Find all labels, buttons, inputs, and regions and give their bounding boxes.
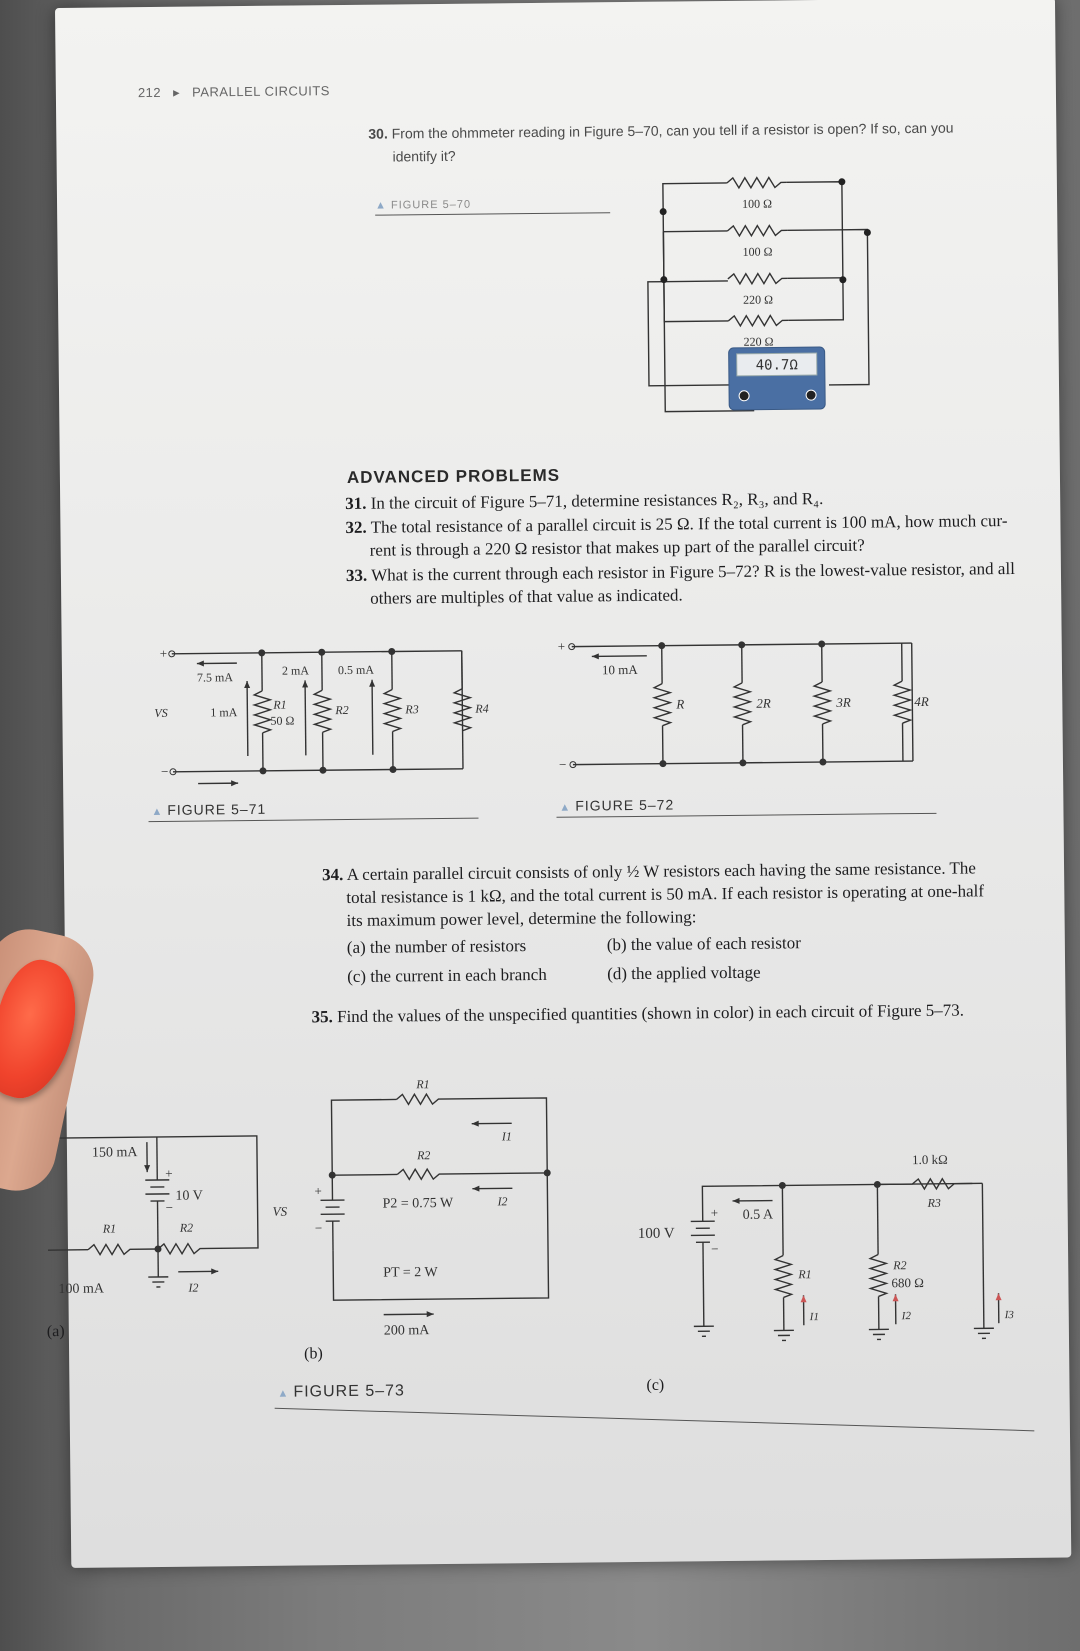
svg-text:−: − [559, 757, 567, 772]
figure-5-73a-circuit: 150 mA + − 10 V R1 R2 100 mA I2 [46, 1135, 259, 1297]
svg-text:680 Ω: 680 Ω [891, 1275, 924, 1290]
svg-text:R3: R3 [926, 1196, 940, 1210]
svg-text:+: + [160, 646, 168, 661]
svg-text:I1: I1 [809, 1311, 819, 1323]
svg-text:P2 = 0.75 W: P2 = 0.75 W [382, 1196, 454, 1212]
svg-text:+: + [314, 1183, 322, 1198]
ohmmeter-display [736, 352, 818, 377]
question-34: 34. A certain parallel circuit consists … [321, 858, 985, 986]
caption-rule [274, 1407, 1035, 1432]
q34-part-c: (c) the current in each branch [347, 964, 547, 986]
figure-5-73a-label: (a) [46, 1322, 65, 1341]
svg-text:I3: I3 [1004, 1309, 1015, 1321]
svg-text:R2: R2 [179, 1221, 193, 1235]
svg-text:−: − [165, 1200, 173, 1215]
r-label-3: 220 Ω [743, 292, 773, 306]
figure-5-73b-label: (b) [304, 1345, 323, 1363]
svg-text:PT = 2 W: PT = 2 W [383, 1265, 438, 1281]
svg-text:10 mA: 10 mA [602, 662, 639, 677]
resistor-2 [726, 224, 788, 238]
resistor-3 [727, 272, 788, 286]
svg-text:R3: R3 [404, 702, 418, 716]
q34-part-b: (b) the value of each resistor [606, 933, 801, 955]
advanced-problems-heading: ADVANCED PROBLEMS [346, 465, 561, 487]
svg-text:−: − [711, 1241, 719, 1256]
svg-text:R1: R1 [797, 1267, 811, 1281]
svg-text:200 mA: 200 mA [384, 1323, 431, 1338]
svg-text:2R: 2R [756, 696, 771, 711]
svg-text:R: R [675, 696, 684, 711]
figure-5-71-circuit: + − VS 7.5 mA 1 mA 2 mA 0.5 mA R1 50 Ω R… [154, 646, 489, 787]
svg-text:4R: 4R [914, 694, 929, 709]
svg-text:1.0 kΩ: 1.0 kΩ [912, 1152, 948, 1167]
figure-5-71-caption: ▲FIGURE 5–71 [151, 800, 267, 819]
question-text: From the ohmmeter reading in Figure 5–70… [391, 119, 954, 142]
svg-text:I2: I2 [901, 1310, 912, 1322]
resistor-4 [727, 314, 789, 328]
figure-5-70-caption: ▲FIGURE 5–70 [375, 198, 472, 212]
svg-text:10 V: 10 V [175, 1189, 203, 1204]
ohmmeter-reading: 40.7Ω [756, 357, 798, 373]
question-32: 32. The total resistance of a parallel c… [345, 511, 1008, 560]
question-35: 35. Find the values of the unspecified q… [311, 1000, 965, 1027]
svg-text:R1: R1 [415, 1077, 429, 1091]
svg-text:+: + [711, 1205, 719, 1220]
figure-5-73c-label: (c) [646, 1376, 665, 1394]
svg-text:R4: R4 [474, 701, 488, 715]
svg-text:+: + [558, 639, 566, 654]
figure-5-73c-circuit: + − 100 V 0.5 A R1 R2 680 Ω 1.0 kΩ R3 I1… [638, 1152, 1015, 1342]
svg-text:+: + [165, 1166, 173, 1181]
figure-5-72-circuit: + − 10 mA R 2R 3R 4R [558, 639, 929, 772]
svg-text:I2: I2 [187, 1281, 198, 1295]
q34-part-d: (d) the applied voltage [607, 962, 761, 984]
chapter-title: PARALLEL CIRCUITS [192, 83, 331, 100]
caption-rule [375, 212, 611, 216]
figure-5-73-caption: ▲FIGURE 5–73 [277, 1382, 405, 1401]
r-label-4: 220 Ω [743, 334, 773, 348]
svg-text:3R: 3R [835, 695, 851, 710]
svg-text:R1: R1 [272, 698, 286, 712]
meter-jack-left [738, 390, 750, 402]
svg-text:R2: R2 [892, 1258, 906, 1272]
svg-text:0.5 A: 0.5 A [743, 1208, 774, 1223]
question-33: 33. What is the current through each res… [345, 558, 1015, 608]
svg-text:−: − [315, 1220, 323, 1235]
svg-text:1 mA: 1 mA [210, 705, 237, 719]
svg-text:I2: I2 [496, 1194, 507, 1208]
svg-text:7.5 mA: 7.5 mA [197, 670, 233, 684]
q34-part-a: (a) the number of resistors [346, 936, 527, 957]
figure-5-73b-circuit: R1 R2 I1 I2 P2 = 0.75 W PT = 2 W VS + − … [273, 1077, 551, 1339]
book-page: 212▸PARALLEL CIRCUITS 30. From the ohmme… [47, 0, 1072, 1568]
svg-text:0.5 mA: 0.5 mA [338, 663, 374, 677]
svg-text:−: − [161, 764, 169, 779]
r-label-1: 100 Ω [742, 197, 772, 211]
caption-rule [556, 812, 937, 818]
svg-text:2 mA: 2 mA [282, 663, 309, 677]
svg-text:VS: VS [154, 706, 167, 720]
question-number: 30. [368, 125, 388, 142]
r-label-2: 100 Ω [743, 244, 773, 258]
svg-text:50 Ω: 50 Ω [270, 714, 294, 728]
page-header: 212▸PARALLEL CIRCUITS [137, 83, 331, 101]
figure-5-72-caption: ▲FIGURE 5–72 [559, 796, 675, 814]
caption-rule [148, 817, 479, 823]
svg-text:100 V: 100 V [638, 1226, 675, 1242]
svg-text:R1: R1 [102, 1221, 116, 1235]
meter-jack-right [805, 389, 817, 401]
page-number: 212 [137, 84, 162, 101]
svg-text:VS: VS [273, 1204, 288, 1219]
figure-5-70-circuit: 100 Ω 100 Ω 220 Ω 220 Ω 40.7Ω [647, 176, 871, 413]
svg-text:R2: R2 [334, 703, 348, 717]
svg-text:I1: I1 [501, 1129, 512, 1143]
svg-text:R2: R2 [416, 1148, 430, 1162]
svg-text:100 mA: 100 mA [58, 1282, 105, 1297]
svg-text:150 mA: 150 mA [92, 1145, 139, 1160]
resistor-1 [726, 176, 787, 190]
